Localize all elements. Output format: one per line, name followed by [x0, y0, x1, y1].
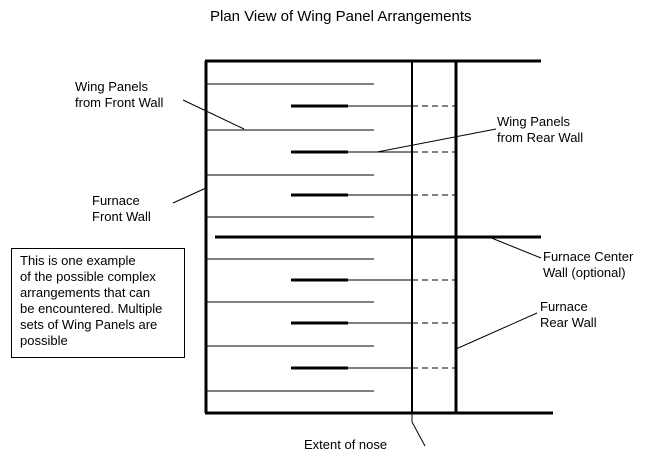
diagram-title: Plan View of Wing Panel Arrangements [210, 8, 472, 25]
label-rear-wall-line-2: Rear Wall [540, 315, 597, 330]
note-line: sets of Wing Panels are [20, 317, 158, 332]
nose-dashed-sections [412, 105, 456, 369]
label-rear-panels-line-1: Wing Panels [497, 114, 570, 129]
rear-panel-connectors [348, 105, 412, 369]
label-front-wall: Furnace Front Wall [92, 193, 151, 225]
label-center-wall-line-2: Wall (optional) [543, 265, 626, 280]
label-front-wall-line-1: Furnace [92, 193, 140, 208]
label-rear-wall: Furnace Rear Wall [540, 299, 597, 331]
note-line: possible [20, 333, 68, 348]
leader-center-wall [488, 236, 542, 259]
note-box: This is one example of the possible comp… [11, 248, 185, 358]
label-front-panels-line-1: Wing Panels [75, 79, 148, 94]
label-rear-panels: Wing Panels from Rear Wall [497, 114, 583, 146]
label-center-wall-line-1: Furnace Center [543, 249, 634, 264]
label-front-wall-line-2: Front Wall [92, 209, 151, 224]
label-front-panels-line-2: from Front Wall [75, 95, 164, 110]
leader-nose [411, 413, 426, 447]
note-line: of the possible complex [20, 269, 156, 284]
leader-lines [172, 99, 542, 447]
rear-wall-panels [291, 104, 348, 370]
front-wall-panels [206, 83, 374, 392]
label-nose: Extent of nose [304, 437, 388, 452]
note-line: be encountered. Multiple [20, 301, 163, 316]
leader-front-wall [172, 187, 207, 204]
note-line: This is one example [20, 253, 136, 268]
label-rear-wall-line-1: Furnace [540, 299, 588, 314]
leader-front-panels [182, 99, 245, 130]
label-front-panels: Wing Panels from Front Wall [75, 79, 163, 111]
label-center-wall: Furnace Center Wall (optional) [543, 249, 633, 281]
leader-rear-panels [376, 128, 497, 153]
note-line: arrangements that can [20, 285, 151, 300]
label-rear-panels-line-2: from Rear Wall [497, 130, 584, 145]
leader-rear-wall [455, 312, 538, 350]
